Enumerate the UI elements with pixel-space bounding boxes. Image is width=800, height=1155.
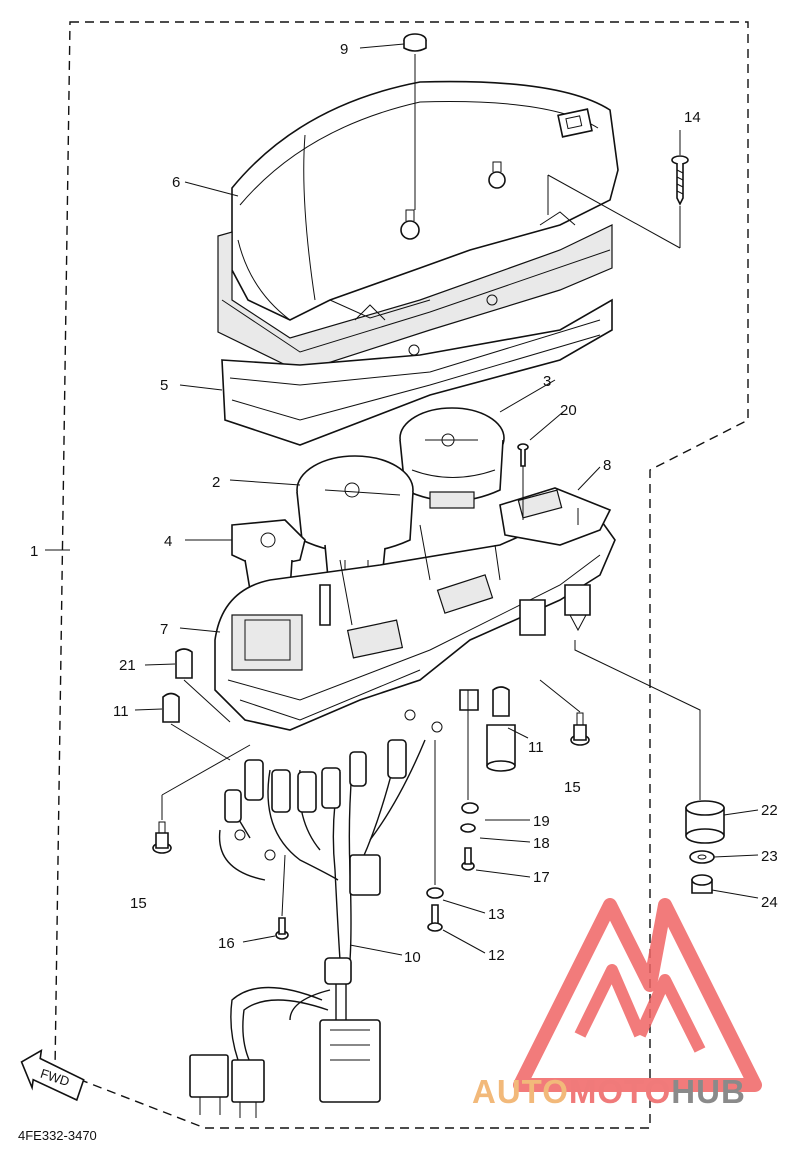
callout-17: 17 [533, 869, 550, 886]
callout-20: 20 [560, 402, 577, 419]
diagram-code: 4FE332-3470 [18, 1128, 97, 1143]
watermark-part-1: AUTO [472, 1073, 569, 1110]
circuit-board [499, 487, 612, 546]
bulb-part-21 [175, 648, 231, 723]
screw-part-14 [547, 155, 689, 249]
callout-10: 10 [404, 949, 421, 966]
meter-housing [214, 504, 616, 731]
callout-3: 3 [543, 373, 551, 390]
fastener-column-left [426, 740, 444, 932]
dual-connector [189, 1054, 265, 1118]
callout-8: 8 [603, 457, 611, 474]
callout-16: 16 [218, 935, 235, 952]
callout-22: 22 [761, 802, 778, 819]
callout-18: 18 [533, 835, 550, 852]
fastener-column-right [460, 690, 479, 871]
watermark-text: AUTOMOTOHUB [472, 1073, 746, 1110]
callout-11-right: 11 [528, 739, 544, 756]
watermark-part-3: HUB [671, 1073, 746, 1110]
meter-lens [221, 298, 613, 446]
screw-part-20 [517, 443, 529, 520]
wire-harness [189, 709, 443, 1118]
callout-6: 6 [172, 174, 180, 191]
screw-part-15-right [539, 679, 590, 746]
watermark-logo-icon [513, 898, 762, 1092]
grommet-stack [574, 640, 725, 894]
callout-5: 5 [160, 377, 168, 394]
callout-9: 9 [340, 41, 348, 58]
screw-part-15-left [152, 744, 251, 854]
callout-15-right: 15 [564, 779, 581, 796]
bulb-part-11-right [486, 686, 516, 772]
callout-15-left: 15 [130, 895, 147, 912]
cap-part [403, 33, 427, 210]
callout-7: 7 [160, 621, 168, 638]
callout-21: 21 [119, 657, 136, 674]
callout-24: 24 [761, 894, 778, 911]
meter-cover [217, 80, 619, 373]
watermark-part-2: MOTO [569, 1073, 671, 1110]
callout-23: 23 [761, 848, 778, 865]
callout-19: 19 [533, 813, 550, 830]
callout-12: 12 [488, 947, 505, 964]
callout-1: 1 [30, 543, 38, 560]
leader-lines [45, 43, 759, 956]
main-connector [319, 1019, 381, 1103]
callout-11-left: 11 [113, 703, 129, 720]
meter-assembly-right [399, 407, 505, 509]
fwd-arrow-icon: FWD [20, 1049, 85, 1102]
callout-14: 14 [684, 109, 701, 126]
connector-bulbs [224, 739, 407, 823]
bulb-part-11-left [162, 692, 231, 761]
screw-part-16 [275, 854, 289, 940]
callout-labels: 1 2 3 4 5 6 7 8 9 10 11 11 12 13 14 15 1… [30, 41, 778, 966]
callout-4: 4 [164, 533, 172, 550]
callout-2: 2 [212, 474, 220, 491]
callout-13: 13 [488, 906, 505, 923]
